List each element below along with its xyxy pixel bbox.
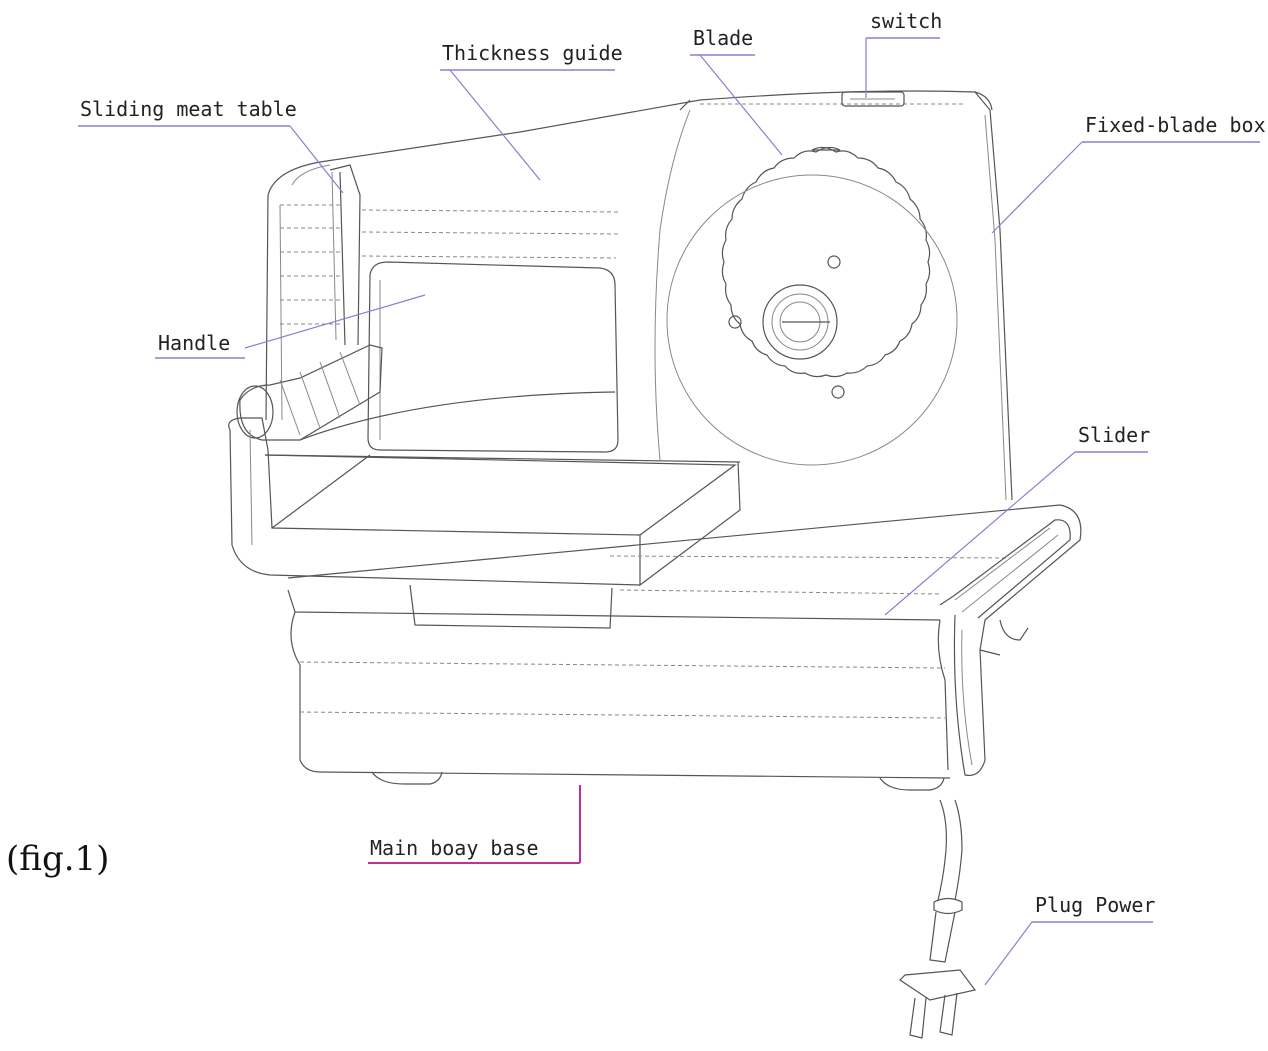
label-main-body-base: Main boay base	[368, 785, 581, 864]
label-handle: Handle	[155, 294, 426, 359]
sliding-meat-table	[329, 164, 361, 346]
slider-label: Slider	[1078, 423, 1150, 447]
label-thickness-guide: Thickness guide	[440, 41, 623, 181]
switch-label: switch	[870, 9, 942, 33]
label-sliding-meat-table: Sliding meat table	[78, 97, 344, 194]
slicer-drawing	[228, 90, 1082, 1039]
handle-box	[367, 261, 619, 453]
label-plug-power: Plug Power	[984, 893, 1155, 986]
fixed-blade-box-label: Fixed-blade box	[1085, 113, 1266, 137]
sliding-meat-table-label: Sliding meat table	[80, 97, 297, 121]
blade-label: Blade	[693, 26, 753, 50]
sliding-tray	[228, 417, 741, 587]
housing-shell	[265, 90, 993, 421]
fixed-blade-box	[654, 91, 1013, 501]
figure-caption: (fig.1)	[6, 839, 109, 879]
thickness-guide-label: Thickness guide	[442, 41, 623, 65]
main-body-base	[290, 611, 1029, 791]
label-switch: switch	[865, 9, 942, 98]
power-plug	[899, 799, 977, 1039]
label-slider: Slider	[884, 423, 1150, 616]
plug-power-label: Plug Power	[1035, 893, 1155, 917]
label-blade: Blade	[690, 26, 783, 156]
label-fixed-blade-box: Fixed-blade box	[991, 113, 1266, 234]
blade	[666, 146, 958, 466]
handle-grip	[236, 344, 616, 441]
handle-label: Handle	[158, 331, 230, 355]
main-body-base-label: Main boay base	[370, 836, 539, 860]
